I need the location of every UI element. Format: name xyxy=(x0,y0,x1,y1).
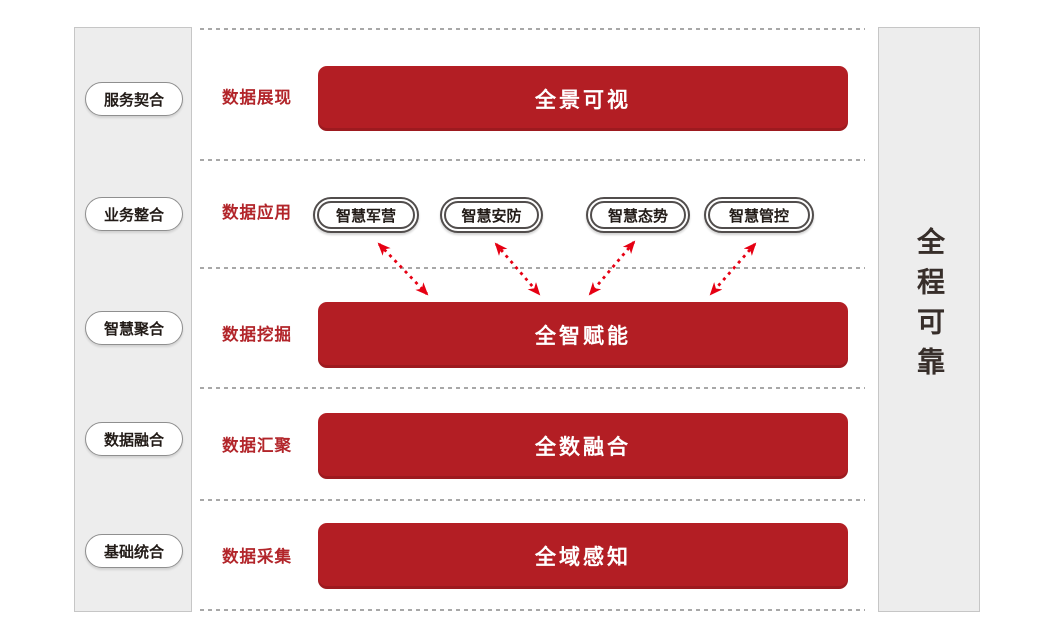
row-divider xyxy=(200,609,865,611)
left-rail-pill-1: 服务契合 xyxy=(85,82,183,116)
left-rail-pill-label: 服务契合 xyxy=(103,91,164,109)
right-rail: 全程可靠 xyxy=(878,27,980,612)
row-divider xyxy=(200,28,865,30)
left-rail-pill-3: 智慧聚合 xyxy=(85,311,183,345)
left-rail-pill-5: 基础统合 xyxy=(85,534,183,568)
left-rail-pill-label: 智慧聚合 xyxy=(103,320,164,338)
app-pill-security: 智慧安防 xyxy=(440,197,543,233)
layer-bar-empower: 全智赋能 xyxy=(318,302,848,368)
row-divider xyxy=(200,387,865,389)
layer-bar-panorama: 全景可视 xyxy=(318,66,848,131)
app-pill-label: 智慧军营 xyxy=(317,201,415,229)
row-label-aggregate: 数据汇聚 xyxy=(222,437,292,455)
row-divider xyxy=(200,267,865,269)
app-pill-barracks: 智慧军营 xyxy=(313,197,419,233)
right-rail-title: 全程可靠 xyxy=(914,226,945,387)
left-rail-pill-2: 业务整合 xyxy=(85,197,183,231)
left-rail-pill-4: 数据融合 xyxy=(85,422,183,456)
row-label-collect: 数据采集 xyxy=(222,548,292,566)
row-divider xyxy=(200,159,865,161)
row-label-apply: 数据应用 xyxy=(222,204,292,222)
row-label-display: 数据展现 xyxy=(222,89,292,107)
app-pill-label: 智慧管控 xyxy=(708,201,810,229)
double-arrow-icon xyxy=(709,242,757,296)
app-pill-label: 智慧态势 xyxy=(590,201,686,229)
row-label-mining: 数据挖掘 xyxy=(222,326,292,344)
layer-bar-fusion: 全数融合 xyxy=(318,413,848,479)
app-pill-control: 智慧管控 xyxy=(704,197,814,233)
row-divider xyxy=(200,499,865,501)
left-rail-pill-label: 业务整合 xyxy=(103,206,164,224)
app-pill-label: 智慧安防 xyxy=(444,201,539,229)
double-arrow-icon xyxy=(494,242,541,296)
double-arrow-icon xyxy=(377,242,429,296)
left-rail-pill-label: 数据融合 xyxy=(103,431,164,449)
left-rail: 服务契合 业务整合 智慧聚合 数据融合 基础统合 xyxy=(74,27,192,612)
app-pill-situation: 智慧态势 xyxy=(586,197,690,233)
left-rail-pill-label: 基础统合 xyxy=(103,543,164,561)
layer-bar-sensing: 全域感知 xyxy=(318,523,848,589)
